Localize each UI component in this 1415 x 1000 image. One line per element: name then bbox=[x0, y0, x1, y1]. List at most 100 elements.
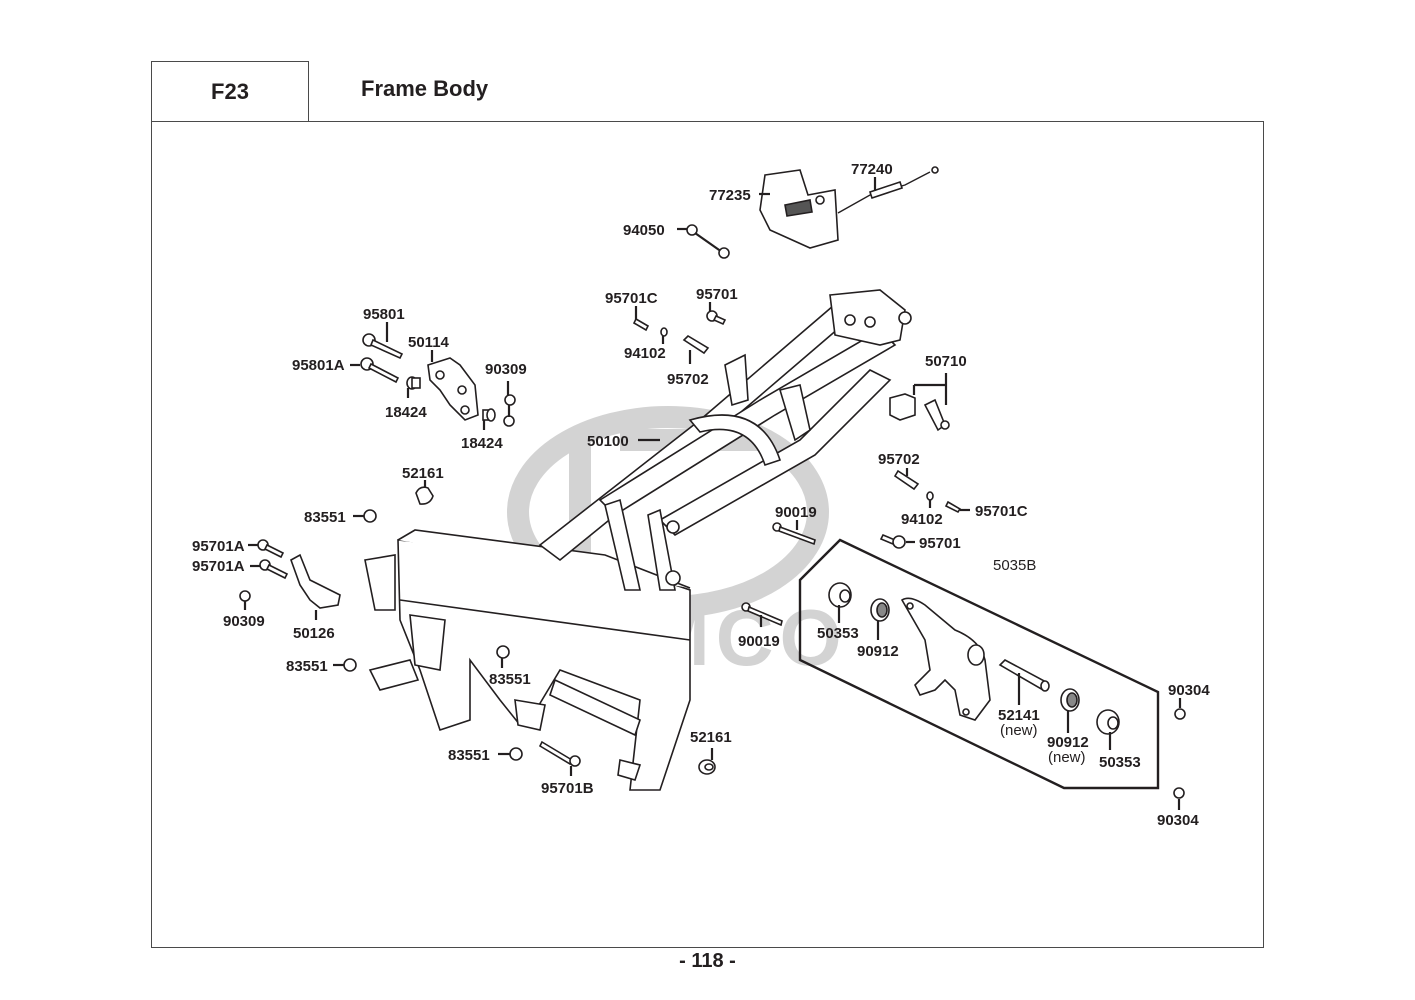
label-83551-d: 83551 bbox=[448, 747, 490, 764]
frame-lower-foot bbox=[514, 699, 546, 731]
label-52141: 52141 bbox=[998, 707, 1040, 724]
part-77235-bracket bbox=[759, 169, 839, 249]
label-18424-a: 18424 bbox=[385, 404, 427, 421]
part-95801A-bolt bbox=[360, 357, 400, 384]
label-77235: 77235 bbox=[709, 187, 751, 204]
frame-mount-boss bbox=[666, 520, 680, 534]
frame-footrest-bracket bbox=[368, 659, 420, 691]
diagram-frame bbox=[151, 121, 1264, 948]
section-code-text: F23 bbox=[211, 78, 249, 104]
frame-grab-loop bbox=[688, 414, 782, 467]
label-95701A-b: 95701A bbox=[192, 558, 245, 575]
label-95702-top: 95702 bbox=[667, 371, 709, 388]
part-swingarm-link bbox=[900, 597, 991, 721]
label-95801: 95801 bbox=[363, 306, 405, 323]
label-50114: 50114 bbox=[408, 334, 450, 351]
frame-crossmember bbox=[399, 599, 691, 641]
label-90912-a: 90912 bbox=[857, 643, 899, 660]
label-90912-b: 90912 bbox=[1047, 734, 1089, 751]
part-94050-bolt bbox=[686, 224, 730, 259]
frame-rear-bracket-hole bbox=[864, 316, 876, 328]
label-90309-left: 90309 bbox=[223, 613, 265, 630]
part-95701-bolt-top bbox=[706, 310, 727, 326]
frame-tab bbox=[724, 353, 749, 407]
part-83551-grommet-b bbox=[343, 658, 357, 672]
label-50353-a: 50353 bbox=[817, 625, 859, 642]
part-95702-spacer-top bbox=[682, 334, 710, 355]
part-90304-nut-a bbox=[1174, 708, 1186, 720]
label-90019-b: 90019 bbox=[738, 633, 780, 650]
label-95701-top: 95701 bbox=[696, 286, 738, 303]
label-83551-a: 83551 bbox=[304, 509, 346, 526]
part-95701A-bolt-a bbox=[257, 539, 285, 559]
part-18424-collar-b bbox=[482, 408, 496, 422]
part-95701A-bolt-b bbox=[259, 559, 289, 580]
label-94102-right: 94102 bbox=[901, 511, 943, 528]
part-95801-bolt bbox=[362, 333, 404, 360]
label-52161-top: 52161 bbox=[402, 465, 444, 482]
label-95701C-top: 95701C bbox=[605, 290, 658, 307]
page-title: Frame Body bbox=[361, 76, 489, 101]
part-95701C-bolt-right bbox=[944, 500, 962, 514]
part-50114-bracket bbox=[427, 357, 479, 421]
part-95701C-bolt-top bbox=[632, 317, 650, 332]
part-50126-bracket bbox=[290, 553, 341, 609]
label-95701B: 95701B bbox=[541, 780, 594, 797]
part-94102-washer-top bbox=[660, 327, 668, 337]
part-83551-grommet-a bbox=[363, 509, 377, 523]
label-90019-a: 90019 bbox=[775, 504, 817, 521]
label-95701-right: 95701 bbox=[919, 535, 961, 552]
part-labels: 77240 77235 94050 95801 50114 95801A 903… bbox=[192, 161, 1210, 829]
label-95702-right: 95702 bbox=[878, 451, 920, 468]
leader-50710 bbox=[912, 373, 948, 405]
part-90019-bolt-a bbox=[772, 522, 816, 546]
frame-mount-boss bbox=[665, 570, 681, 586]
label-95701A-a: 95701A bbox=[192, 538, 245, 555]
part-52141-pivot-shaft bbox=[998, 659, 1050, 692]
part-52161-bush-bottom bbox=[698, 759, 716, 775]
part-18424-collar-a bbox=[406, 376, 421, 390]
frame-top-edge bbox=[397, 529, 691, 589]
label-50126: 50126 bbox=[293, 625, 335, 642]
frame-rear-bracket-boss bbox=[898, 311, 912, 325]
part-95701-bolt-right bbox=[879, 533, 906, 549]
part-90309-nut-left bbox=[239, 590, 251, 602]
section-code: F23 bbox=[151, 61, 309, 121]
label-90912-b-note: (new) bbox=[1048, 749, 1086, 766]
part-83551-grommet-c bbox=[496, 645, 510, 659]
part-83551-grommet-d bbox=[509, 747, 523, 761]
frame-rear-foot bbox=[617, 759, 642, 781]
part-94102-washer-right bbox=[926, 491, 934, 501]
label-90304-a: 90304 bbox=[1168, 682, 1210, 699]
label-94102-top: 94102 bbox=[624, 345, 666, 362]
frame-lower-rail bbox=[658, 369, 892, 536]
part-90304-nut-b bbox=[1173, 787, 1185, 799]
part-77240-cable bbox=[837, 166, 939, 214]
part-50353-bush-a bbox=[828, 582, 852, 608]
label-95701C-right: 95701C bbox=[975, 503, 1028, 520]
label-group-5035B: 5035B bbox=[993, 557, 1036, 574]
label-83551-b: 83551 bbox=[286, 658, 328, 675]
frame-stay-left bbox=[604, 498, 641, 591]
part-50353-bush-b bbox=[1096, 709, 1120, 735]
label-94050: 94050 bbox=[623, 222, 665, 239]
label-52161-bottom: 52161 bbox=[690, 729, 732, 746]
part-90912-bearing-b bbox=[1060, 688, 1080, 712]
leader-90309-top bbox=[506, 381, 511, 417]
label-77240: 77240 bbox=[851, 161, 893, 178]
label-83551-c: 83551 bbox=[489, 671, 531, 688]
frame-rear-bracket-hole bbox=[844, 314, 856, 326]
part-52161-bush-top bbox=[415, 486, 434, 505]
label-50710: 50710 bbox=[925, 353, 967, 370]
part-95702-spacer-right bbox=[893, 469, 920, 491]
part-90019-bolt-b bbox=[741, 602, 783, 627]
label-50353-b: 50353 bbox=[1099, 754, 1141, 771]
group-box-5035B-outline bbox=[798, 538, 1160, 790]
label-52141-note: (new) bbox=[1000, 722, 1038, 739]
frame-body-50100 bbox=[364, 289, 912, 791]
frame-stay-right bbox=[647, 508, 676, 591]
label-95801A: 95801A bbox=[292, 357, 345, 374]
label-90304-b: 90304 bbox=[1157, 812, 1199, 829]
frame-front-bracket bbox=[364, 554, 396, 611]
